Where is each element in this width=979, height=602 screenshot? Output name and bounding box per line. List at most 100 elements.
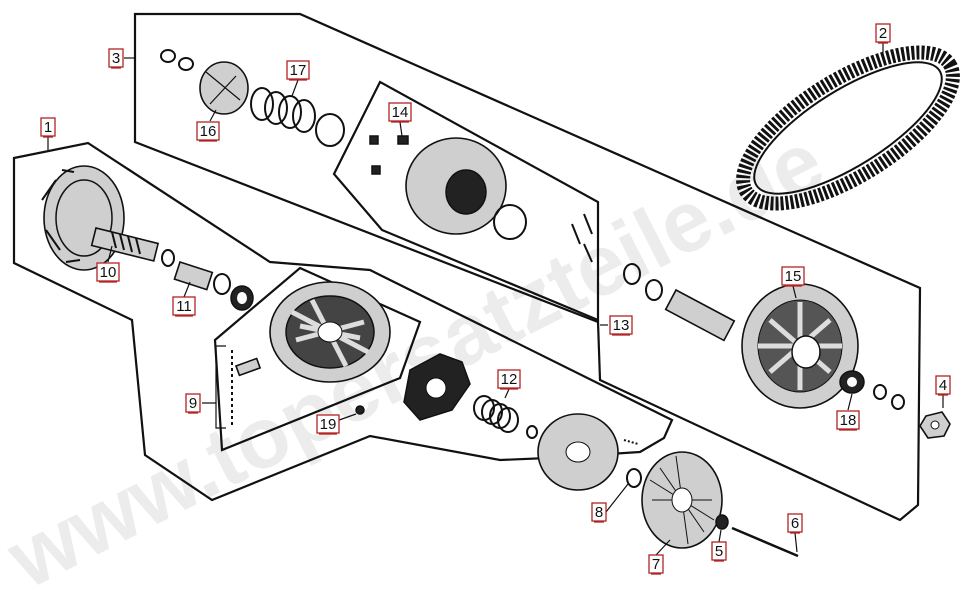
leader-16: [209, 109, 217, 122]
washer-18: [839, 370, 865, 394]
driven-pulley: [741, 283, 859, 409]
callout-5-box: [711, 541, 727, 561]
leader-7: [655, 539, 671, 556]
callout-18: 18: [836, 410, 860, 431]
callout-9-number: 9: [189, 395, 197, 412]
callout-5: 5: [711, 541, 727, 562]
clip-ring: [873, 384, 887, 400]
leader-14: [399, 121, 403, 137]
callout-16: 16: [196, 121, 220, 142]
callout-13: 13: [609, 315, 633, 336]
callout-11: 11: [172, 296, 196, 317]
callout-7: 7: [648, 554, 664, 575]
callout-15-number: 15: [785, 268, 802, 285]
callout-19-box: [316, 414, 340, 434]
callout-10-number: 10: [100, 264, 117, 281]
screw-19: [355, 405, 365, 415]
assembly-outline-clutch: [213, 266, 422, 452]
callout-4-box: [935, 375, 951, 395]
callout-11-box: [172, 296, 196, 316]
leader-18: [847, 393, 853, 411]
ring-set-3: [160, 49, 194, 71]
fixed-sheave: [405, 137, 527, 240]
callout-13-box: [609, 315, 633, 335]
callout-1-number: 1: [44, 119, 52, 136]
callout-9: 9: [185, 393, 201, 414]
leader-10: [107, 245, 113, 263]
callout-1-box: [40, 117, 56, 137]
leader-5: [718, 529, 722, 543]
shaft-13: [623, 263, 736, 342]
leader-15: [792, 285, 797, 299]
leader-6: [794, 532, 798, 553]
callout-3-box: [108, 48, 124, 68]
nut-4: [919, 411, 951, 439]
leader-8: [605, 483, 629, 513]
leader-9: [202, 345, 226, 429]
callout-7-box: [648, 554, 664, 574]
weight-set-9: [231, 350, 262, 428]
callout-13-number: 13: [613, 317, 630, 334]
callout-3-number: 3: [112, 50, 120, 67]
callout-16-box: [196, 121, 220, 141]
callout-19: 19: [316, 414, 340, 435]
callout-11-number: 11: [176, 298, 192, 315]
callout-10-box: [96, 262, 120, 282]
washer-8: [626, 468, 642, 488]
bolt-6: [731, 526, 799, 558]
clutch-housing: [269, 281, 391, 383]
bearing-bushing: [230, 285, 254, 311]
callout-17: 17: [286, 60, 310, 81]
callout-6-box: [787, 513, 803, 533]
washer-set-11: [161, 249, 231, 295]
callout-12-number: 12: [501, 371, 518, 388]
drive-pulley: [41, 165, 160, 271]
callout-16-number: 16: [200, 123, 217, 140]
spider-plate: [403, 353, 471, 421]
callout-18-number: 18: [840, 412, 857, 429]
callout-2-box: [875, 23, 891, 43]
callout-17-number: 17: [290, 62, 307, 79]
assembly-outline-secondary: [133, 12, 922, 522]
callout-18-box: [836, 410, 860, 430]
callout-5-number: 5: [715, 543, 723, 560]
callout-8-number: 8: [595, 504, 603, 521]
callout-2-number: 2: [879, 25, 887, 42]
cooling-fan: [641, 451, 723, 549]
cam-16: [199, 61, 249, 115]
callout-9-box: [185, 393, 201, 413]
callout-1: 1: [40, 117, 56, 138]
assembly-outline-inner: [332, 80, 600, 322]
callout-8-box: [591, 502, 607, 522]
leader-17: [291, 79, 299, 97]
callout-14-box: [388, 102, 412, 122]
slider-14: [369, 135, 409, 175]
pins: [571, 213, 593, 263]
callout-14: 14: [388, 102, 412, 123]
callout-12-box: [497, 369, 521, 389]
leader-11: [183, 281, 191, 298]
callout-4-number: 4: [939, 377, 947, 394]
callout-12: 12: [497, 369, 521, 390]
callout-19-number: 19: [320, 416, 337, 433]
callout-15: 15: [781, 266, 805, 287]
callout-6: 6: [787, 513, 803, 534]
drive-belt: [736, 45, 960, 211]
callout-17-box: [286, 60, 310, 80]
clip-ring-2: [891, 394, 905, 410]
callout-6-number: 6: [791, 515, 799, 532]
cover-plate: [537, 413, 639, 491]
callout-8: 8: [591, 502, 607, 523]
leader-12: [504, 388, 510, 399]
callout-14-number: 14: [392, 104, 409, 121]
callout-4: 4: [935, 375, 951, 396]
callout-10: 10: [96, 262, 120, 283]
washer-5: [715, 514, 729, 530]
spring-12: [473, 395, 538, 439]
callout-2: 2: [875, 23, 891, 44]
spring-17: [250, 87, 345, 147]
callout-15-box: [781, 266, 805, 286]
callout-7-number: 7: [652, 556, 660, 573]
callout-3: 3: [108, 48, 124, 69]
